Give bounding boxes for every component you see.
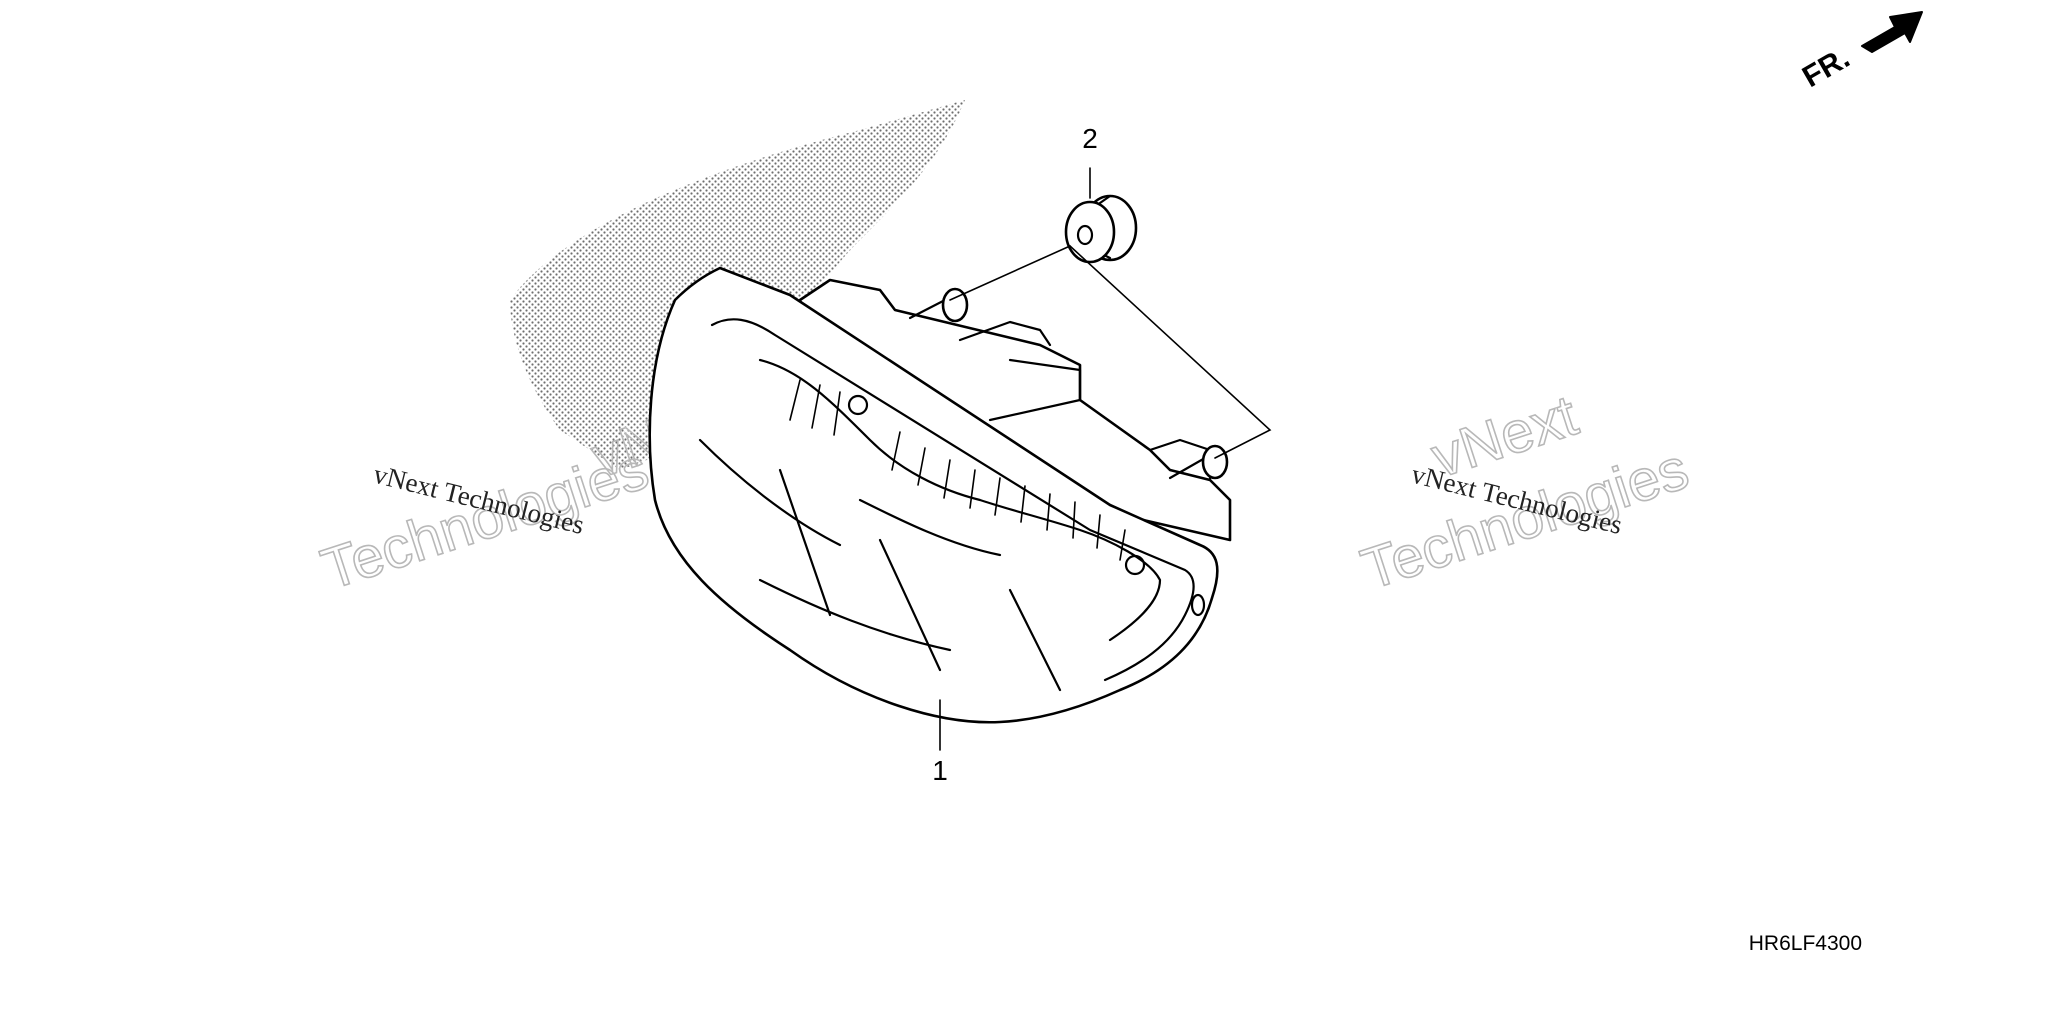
front-direction-indicator: FR. <box>1797 11 1923 94</box>
callout-number-1: 1 <box>932 755 948 786</box>
watermark-right: vNext Technologies vNext Technologies <box>1353 382 1697 603</box>
taillight-assembly <box>648 266 1219 724</box>
callout-number-2: 2 <box>1082 123 1098 154</box>
watermark-large-line2: Technologies <box>314 436 656 602</box>
mounting-stud-upper <box>908 287 969 323</box>
mounting-stud-lower <box>1168 444 1229 480</box>
grommet <box>1064 194 1138 264</box>
part-diagram-code: HR6LF4300 <box>1749 932 1862 955</box>
front-direction-label: FR. <box>1797 41 1855 94</box>
callout-leaders <box>939 167 1272 751</box>
front-direction-arrow-icon <box>1861 11 1923 53</box>
